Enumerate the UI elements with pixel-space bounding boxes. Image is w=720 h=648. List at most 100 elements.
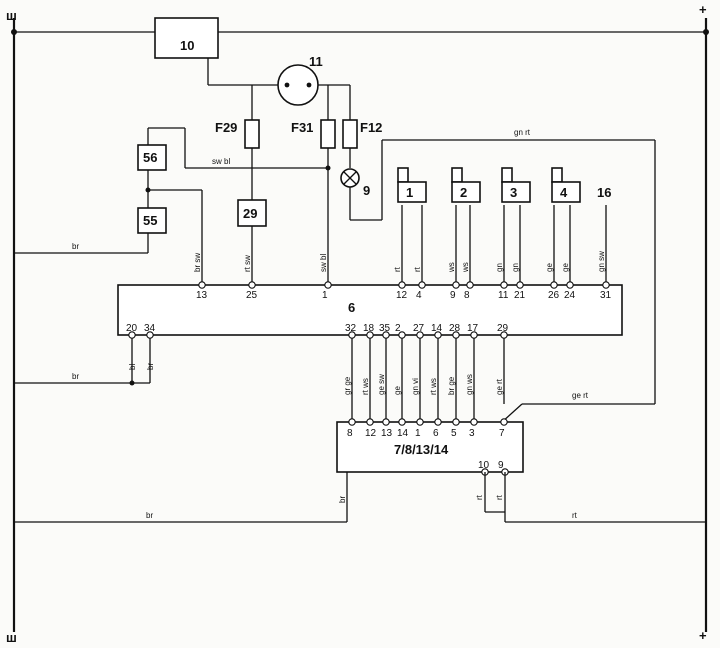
ecu-left-wire-label: bl: [128, 364, 137, 370]
ground-symbol-bottom: ш: [6, 630, 17, 645]
ecu-bottom-pin-label: 28: [449, 323, 461, 334]
motor-terminal: [284, 82, 290, 88]
block-top-pin: [500, 418, 508, 426]
ecu-top-pin-label: 26: [548, 290, 560, 301]
ground-symbol-top: ш: [6, 8, 17, 23]
injector-1-top: [397, 167, 409, 183]
block-top-pin: [382, 418, 390, 426]
block-7-8-13-14-label: 7/8/13/14: [394, 442, 449, 457]
injector-4-label: 4: [560, 185, 568, 200]
block-top-pin: [416, 418, 424, 426]
block-top-pin-label: 5: [451, 428, 457, 439]
component-29-label: 29: [243, 206, 257, 221]
fuse-f12: [342, 119, 358, 149]
junction-dot: [325, 165, 331, 171]
block-top-pin: [470, 418, 478, 426]
ecu-top-pin: [398, 281, 406, 289]
wire-label-br-upper: br: [72, 242, 79, 251]
connector-16-label: 16: [597, 185, 611, 200]
ecu-top-wire-label: ws: [461, 262, 470, 273]
block-top-pin: [452, 418, 460, 426]
component-55-label: 55: [143, 213, 157, 228]
block-top-pin-label: 8: [347, 428, 353, 439]
block-top-pin-label: 3: [469, 428, 475, 439]
ecu-bottom-pin-label: 29: [497, 323, 509, 334]
ecu-top-pin-label: 25: [246, 290, 258, 301]
ecu-top-wire-label: ge: [561, 263, 570, 272]
component-55: [137, 207, 167, 234]
component-56-label: 56: [143, 150, 157, 165]
ecu-top-pin-label: 21: [514, 290, 526, 301]
ecu-6: [117, 284, 623, 336]
junction-dot: [703, 29, 709, 35]
wire-label-sw-bl: sw bl: [212, 157, 230, 166]
wire-label-br-lower: br: [72, 372, 79, 381]
ecu-top-pin-label: 24: [564, 290, 576, 301]
fuse-f29-label: F29: [215, 120, 237, 135]
ecu-top-wire-label: gn: [511, 263, 520, 272]
relay-10-label: 10: [180, 38, 194, 53]
block-right-wire-label: rt: [495, 494, 504, 500]
block-top-pin-label: 7: [499, 428, 505, 439]
ecu-top-wire-label: ge: [545, 263, 554, 272]
wire-label-block-br: br: [338, 496, 347, 503]
ecu-top-pin: [550, 281, 558, 289]
block-right-pin-label: 10: [478, 460, 490, 471]
block-top-pin-label: 6: [433, 428, 439, 439]
ecu-top-wire-label: rt sw: [243, 255, 252, 272]
ecu-bottom-pin-label: 18: [363, 323, 375, 334]
ecu-top-pin-label: 11: [498, 290, 509, 301]
ecu-top-pin-label: 13: [196, 290, 208, 301]
ecu-top-pin: [452, 281, 460, 289]
ecu-top-pin: [500, 281, 508, 289]
ecu-left-pin-label: 34: [144, 323, 156, 334]
lamp-cross: [343, 171, 357, 185]
fuse-f31-label: F31: [291, 120, 313, 135]
wire-label-ge-rt: ge rt: [572, 391, 589, 400]
injector-1: [397, 181, 427, 203]
ecu-top-pin: [466, 281, 474, 289]
block-top-pin: [348, 418, 356, 426]
ecu-top-wire-label: sw bl: [319, 254, 328, 272]
block-top-pin-label: 12: [365, 428, 377, 439]
ecu-bottom-pin-label: 2: [395, 323, 401, 334]
ecu-top-wire-label: ws: [447, 262, 456, 273]
injector-1-label: 1: [406, 185, 413, 200]
block-top-wire-label: ge: [393, 386, 402, 395]
ecu-top-pin-label: 12: [396, 290, 408, 301]
block-top-pin-label: 13: [381, 428, 393, 439]
ecu-left-wire-label: br: [146, 363, 155, 370]
block-top-wire-label: ge rt: [495, 378, 504, 395]
motor-terminal: [306, 82, 312, 88]
ecu-bottom-pin-label: 35: [379, 323, 391, 334]
block-top-pin-label: 1: [415, 428, 421, 439]
ecu-top-wire-label: rt: [393, 266, 402, 272]
ecu-top-wire-label: rt: [413, 266, 422, 272]
wire-label-br-bottom: br: [146, 511, 153, 520]
injector-3: [501, 181, 531, 203]
ecu-top-pin-label: 31: [600, 290, 612, 301]
plus-symbol-bottom: +: [699, 628, 707, 643]
block-right-pin-label: 9: [498, 460, 504, 471]
component-56: [137, 144, 167, 171]
ecu-top-pin: [566, 281, 574, 289]
block-top-pin-label: 14: [397, 428, 409, 439]
injector-4: [551, 181, 581, 203]
ecu-top-pin: [324, 281, 332, 289]
injector-2-label: 2: [460, 185, 467, 200]
junction-dot: [11, 29, 17, 35]
ecu-top-pin: [602, 281, 610, 289]
ecu-top-pin: [418, 281, 426, 289]
wire-label-gn-rt: gn rt: [514, 128, 531, 137]
fuse-f29: [244, 119, 260, 149]
ecu-top-pin-label: 1: [322, 290, 328, 301]
motor-11-label: 11: [309, 54, 323, 69]
block-top-pin: [398, 418, 406, 426]
block-top-pin: [366, 418, 374, 426]
relay-10: [154, 17, 219, 59]
motor-11: [277, 64, 319, 106]
